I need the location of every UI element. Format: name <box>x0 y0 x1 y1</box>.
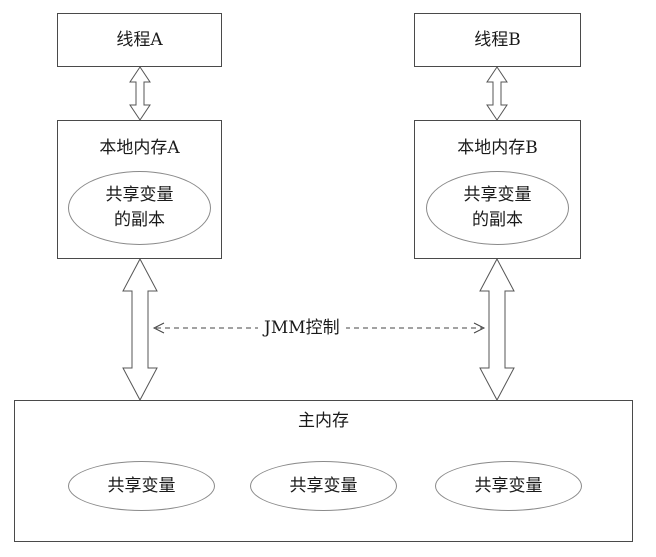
jmm-control-label: JMM控制 <box>258 318 346 338</box>
local-memory-a-box: 本地内存A 共享变量 的副本 <box>57 120 222 259</box>
main-memory-variable-2-label: 共享变量 <box>289 475 358 496</box>
main-memory-label: 主内存 <box>298 411 349 431</box>
thread-b-local-b-arrow <box>486 66 508 121</box>
local-memory-a-label: 本地内存A <box>99 138 180 158</box>
main-memory-box: 主内存 共享变量 共享变量 共享变量 <box>14 400 633 542</box>
local-memory-b-copy-line2: 的副本 <box>472 210 523 230</box>
thread-b-label: 线程B <box>474 30 521 50</box>
local-memory-a-shared-copy: 共享变量 的副本 <box>68 171 211 245</box>
thread-a-label: 线程A <box>116 30 163 50</box>
local-memory-a-copy-line1: 共享变量 <box>105 185 174 205</box>
thread-a-local-a-arrow <box>129 66 151 121</box>
thread-b-box: 线程B <box>414 13 581 67</box>
local-memory-a-copy-line2: 的副本 <box>114 210 165 230</box>
main-memory-shared-variable-1: 共享变量 <box>68 461 215 511</box>
jmm-arrowhead-right <box>473 322 486 334</box>
main-memory-variable-1-label: 共享变量 <box>107 475 176 496</box>
local-memory-b-shared-copy: 共享变量 的副本 <box>426 171 569 245</box>
main-memory-shared-variable-3: 共享变量 <box>435 461 582 511</box>
jmm-arrowhead-left <box>152 322 165 334</box>
main-memory-shared-variable-2: 共享变量 <box>250 461 397 511</box>
local-memory-b-box: 本地内存B 共享变量 的副本 <box>414 120 581 259</box>
local-memory-b-copy-line1: 共享变量 <box>463 185 532 205</box>
local-b-main-arrow <box>479 257 515 402</box>
local-a-main-arrow <box>122 257 158 402</box>
thread-a-box: 线程A <box>57 13 222 67</box>
local-memory-b-label: 本地内存B <box>457 138 538 158</box>
main-memory-variable-3-label: 共享变量 <box>474 475 543 496</box>
